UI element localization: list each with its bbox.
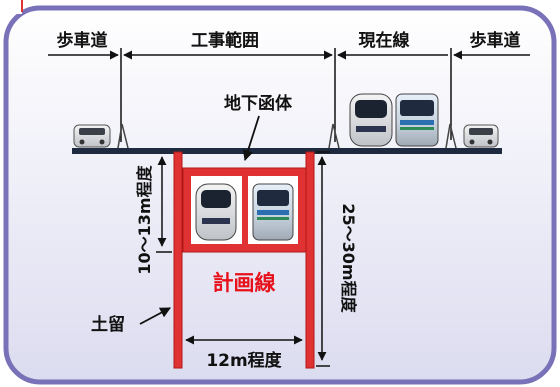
road-surface [72,148,502,154]
label-underground-box: 地下函体 [224,93,293,114]
retaining-wall-right [305,151,315,369]
label-depth-range: 10～13m程度 [135,164,154,274]
label-construction-range: 工事範囲 [191,30,259,51]
label-current-line: 現在線 [359,30,410,51]
car-icon-left [73,124,111,148]
car-icon-right [463,124,499,148]
curb-marks [117,123,457,149]
label-total-depth: 25～30m程度 [339,203,358,313]
train-icon-planned-2 [252,183,294,241]
depth-dimension-right [316,151,330,367]
label-sidewalk-right: 歩車道 [470,30,521,51]
label-retaining-wall: 土留 [91,314,125,335]
label-planned-line: 計画線 [213,271,276,295]
train-icon-planned-1 [195,183,237,241]
train-icon-current-2 [395,93,439,147]
label-sidewalk-left: 歩車道 [57,30,108,51]
depth-dimension-left [156,156,172,253]
retaining-wall-pointer [139,307,171,325]
label-width: 12m程度 [206,350,282,371]
underground-box-pointer [242,115,260,162]
train-icon-current-1 [349,93,393,147]
retaining-wall-left [173,151,183,369]
